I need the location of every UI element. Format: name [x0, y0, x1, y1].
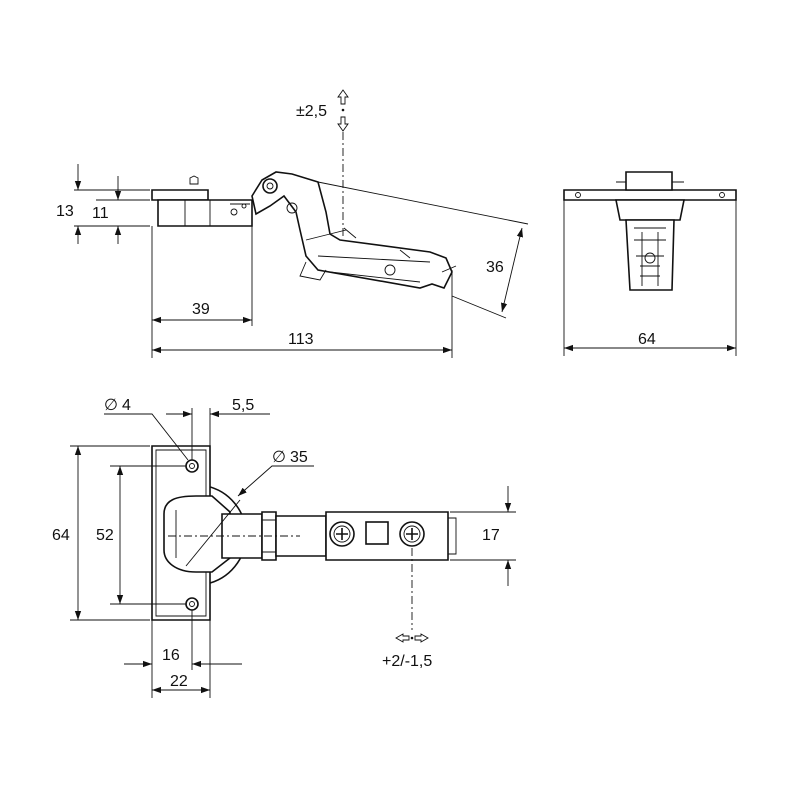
adjust-vertical-label: ±2,5 — [296, 103, 327, 120]
dim-22: 22 — [170, 673, 188, 690]
dia-symbol-4: ∅ — [104, 397, 118, 414]
dim-64-left: 64 — [52, 527, 70, 544]
dim-dia-35: 35 — [290, 449, 308, 466]
square-slot — [365, 521, 389, 545]
dim-36: 36 — [486, 259, 504, 276]
arrow-left-right-icon — [395, 633, 429, 643]
side-pin — [189, 175, 199, 185]
side-arm — [251, 171, 453, 289]
dim-11: 11 — [92, 205, 109, 222]
adjust-horizontal-label: +2/-1,5 — [382, 653, 432, 670]
side-rivet — [230, 208, 238, 216]
dim-16: 16 — [162, 647, 180, 664]
front-block — [625, 171, 673, 191]
dim-52: 52 — [96, 527, 114, 544]
dim-5-5: 5,5 — [232, 397, 254, 414]
front-plate — [563, 189, 737, 201]
screw-hole-bottom — [185, 597, 199, 611]
dim-113: 113 — [288, 331, 314, 348]
top-view: +2/-1,5 64 52 17 16 22 ∅ 4 5,5 ∅ 35 — [52, 397, 516, 698]
phillips-screw-icon — [329, 521, 355, 547]
dim-dia-4: 4 — [122, 397, 131, 414]
dim-13: 13 — [56, 203, 74, 220]
side-plate — [151, 189, 209, 201]
front-arm — [625, 219, 675, 291]
phillips-screw-icon-adjust — [399, 521, 425, 547]
side-view: ±2,5 13 11 39 113 36 — [56, 89, 529, 358]
arrow-up-down-icon — [337, 89, 349, 132]
side-pivot — [262, 178, 278, 194]
dim-64-front: 64 — [638, 331, 656, 348]
dia-symbol-35: ∅ — [272, 449, 286, 466]
cup-body — [163, 495, 231, 573]
front-view: 64 — [563, 171, 737, 356]
dim-39: 39 — [192, 301, 210, 318]
dim-17: 17 — [482, 527, 500, 544]
screw-hole-top — [185, 459, 199, 473]
